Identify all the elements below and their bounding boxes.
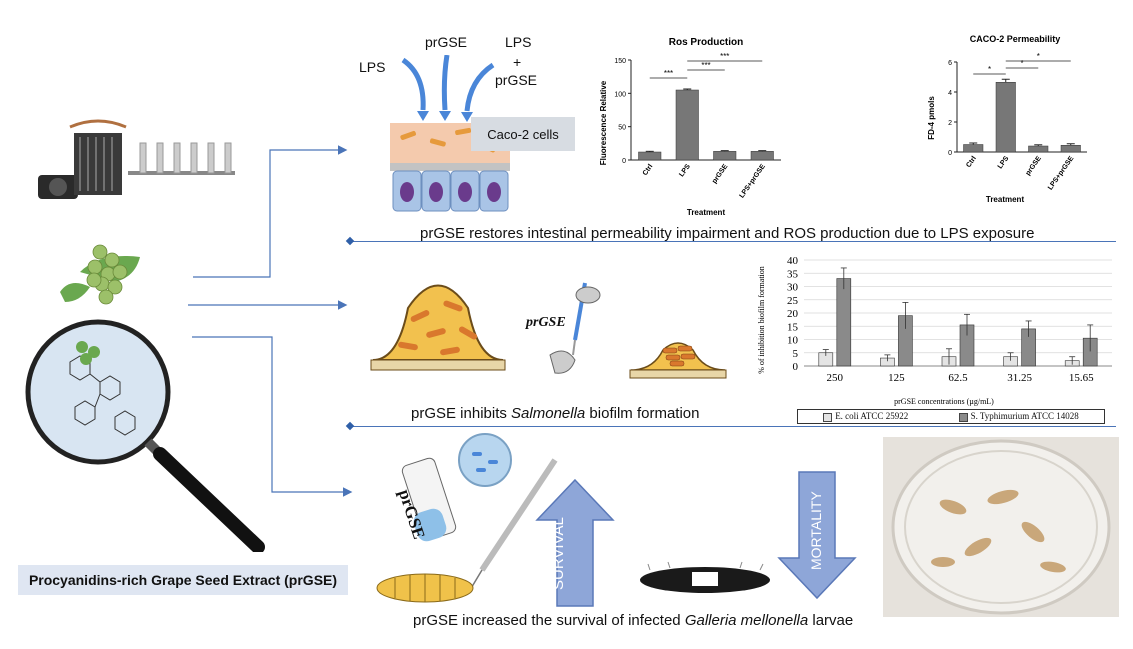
mature-biofilm-illustration [370, 284, 506, 371]
biofilm-y-tick-label: 25 [787, 295, 799, 307]
ros-y-tick-label: 100 [614, 91, 626, 98]
flow-arrows [188, 145, 353, 497]
petri-dish-photo [883, 437, 1119, 617]
biofilm-y-tick-label: 15 [787, 321, 799, 333]
caption-row2: prGSE inhibits Salmonella biofilm format… [411, 405, 700, 422]
galleria-treatment-illustration [376, 433, 558, 603]
caco-y-tick-label: 4 [948, 90, 952, 97]
mortality-down-arrow [777, 471, 857, 600]
caco-x-tick-label: LPS+prGSE [1047, 155, 1076, 192]
ros-x-tick-label: prGSE [711, 163, 729, 185]
caco2-x-axis-label: Treatment [986, 195, 1025, 204]
biofilm-bar [836, 278, 852, 367]
caco2-chart-title: CACO-2 Permeability [970, 34, 1061, 44]
lps-combo-label: LPS [505, 34, 532, 50]
ros-y-tick-label: 50 [618, 125, 626, 132]
extraction-apparatus [38, 119, 235, 199]
biofilm-y-tick-label: 20 [787, 308, 799, 320]
ros-sig-label: *** [720, 52, 729, 61]
ros-y-tick-label: 0 [622, 158, 626, 165]
caco-x-tick-label: LPS [997, 155, 1011, 170]
biofilm-y-tick-label: 10 [787, 335, 799, 347]
pipette-hand-icon [549, 282, 601, 374]
ros-sig-label: *** [664, 69, 673, 78]
extract-title-box: Procyanidins-rich Grape Seed Extract (pr… [18, 565, 348, 595]
biofilm-y-tick-label: 0 [793, 361, 799, 373]
reduced-biofilm-illustration [629, 342, 727, 379]
legend-item-styphimurium: S. Typhimurium ATCC 14028 [958, 411, 1079, 422]
biofilm-inhibition-chart: % of inhibition biofilm formation prGSE … [757, 255, 1112, 406]
caco2-cells-label: Caco-2 cells [471, 117, 575, 151]
biofilm-y-tick-label: 35 [787, 268, 799, 280]
legend-swatch-ecoli [823, 412, 833, 422]
biofilm-x-tick-label: 125 [888, 372, 905, 384]
ros-production-chart: Ros Production Fluorescence Relative Tre… [599, 37, 781, 217]
ros-x-tick-label: LPS+prGSE [739, 163, 768, 200]
ros-bar [638, 151, 662, 161]
biofilm-y-tick-label: 5 [793, 348, 799, 360]
biofilm-y-tick-label: 30 [787, 282, 799, 294]
caco-y-tick-label: 2 [948, 120, 952, 127]
caption-row3: prGSE increased the survival of infected… [413, 612, 854, 629]
ros-bar [750, 151, 774, 161]
divider-row2 [350, 426, 1116, 427]
magnifier-grape-illustration [25, 244, 265, 552]
caco-bar [1028, 145, 1049, 153]
prgse-combo-label: prGSE [495, 72, 538, 88]
ros-chart-title: Ros Production [669, 37, 743, 48]
caco2-cell-illustration [390, 55, 510, 212]
caco-x-tick-label: prGSE [1025, 155, 1043, 177]
caco-sig-label: * [1037, 52, 1040, 61]
prgse-label: prGSE [425, 34, 468, 50]
lps-label: LPS [359, 59, 386, 75]
biofilm-x-tick-label: 31.25 [1007, 372, 1032, 384]
biofilm-x-tick-label: 250 [827, 372, 844, 384]
divider-row1 [350, 241, 1116, 242]
biofilm-x-tick-label: 15.65 [1069, 372, 1094, 384]
caco-y-tick-label: 6 [948, 60, 952, 67]
survival-up-arrow [535, 478, 615, 607]
ros-y-tick-label: 150 [614, 58, 626, 65]
caco-bar [1060, 145, 1081, 153]
caco-sig-label: * [1020, 59, 1023, 68]
ros-x-tick-label: Ctrl [642, 163, 655, 177]
infected-larva-icon [640, 561, 770, 593]
plus-label: + [513, 54, 522, 70]
biofilm-legend: E. coli ATCC 25922 S. Typhimurium ATCC 1… [797, 409, 1105, 424]
caco-bar [963, 144, 984, 153]
caco2-permeability-chart: CACO-2 Permeability FD-4 pmols Treatment… [927, 34, 1087, 204]
biofilm-y-axis-label: % of inhibition biofilm formation [757, 266, 766, 374]
caco-y-tick-label: 0 [948, 150, 952, 157]
survival-label: SURVIVAL [550, 517, 567, 590]
prgse-pipette-label: prGSE [526, 315, 566, 330]
caco2-y-axis-label: FD-4 pmols [927, 96, 936, 140]
legend-swatch-styphimurium [958, 412, 968, 422]
biofilm-y-tick-label: 40 [787, 255, 799, 267]
ros-y-axis-label: Fluorescence Relative [599, 80, 608, 165]
caption-row1: prGSE restores intestinal permeability i… [420, 225, 1035, 242]
caco-sig-label: * [988, 65, 991, 74]
ros-x-axis-label: Treatment [687, 208, 726, 217]
biofilm-x-tick-label: 62.5 [948, 372, 968, 384]
mortality-label: MORTALITY [808, 491, 824, 570]
caco-x-tick-label: Ctrl [965, 155, 978, 169]
ros-bar [713, 151, 737, 161]
legend-item-ecoli: E. coli ATCC 25922 [823, 411, 908, 422]
caco-bar [995, 82, 1016, 153]
ros-x-tick-label: LPS [678, 163, 692, 178]
ros-sig-label: *** [701, 61, 710, 70]
biofilm-x-axis-label: prGSE concentrations (µg/mL) [894, 397, 994, 406]
ros-bar [675, 89, 699, 161]
